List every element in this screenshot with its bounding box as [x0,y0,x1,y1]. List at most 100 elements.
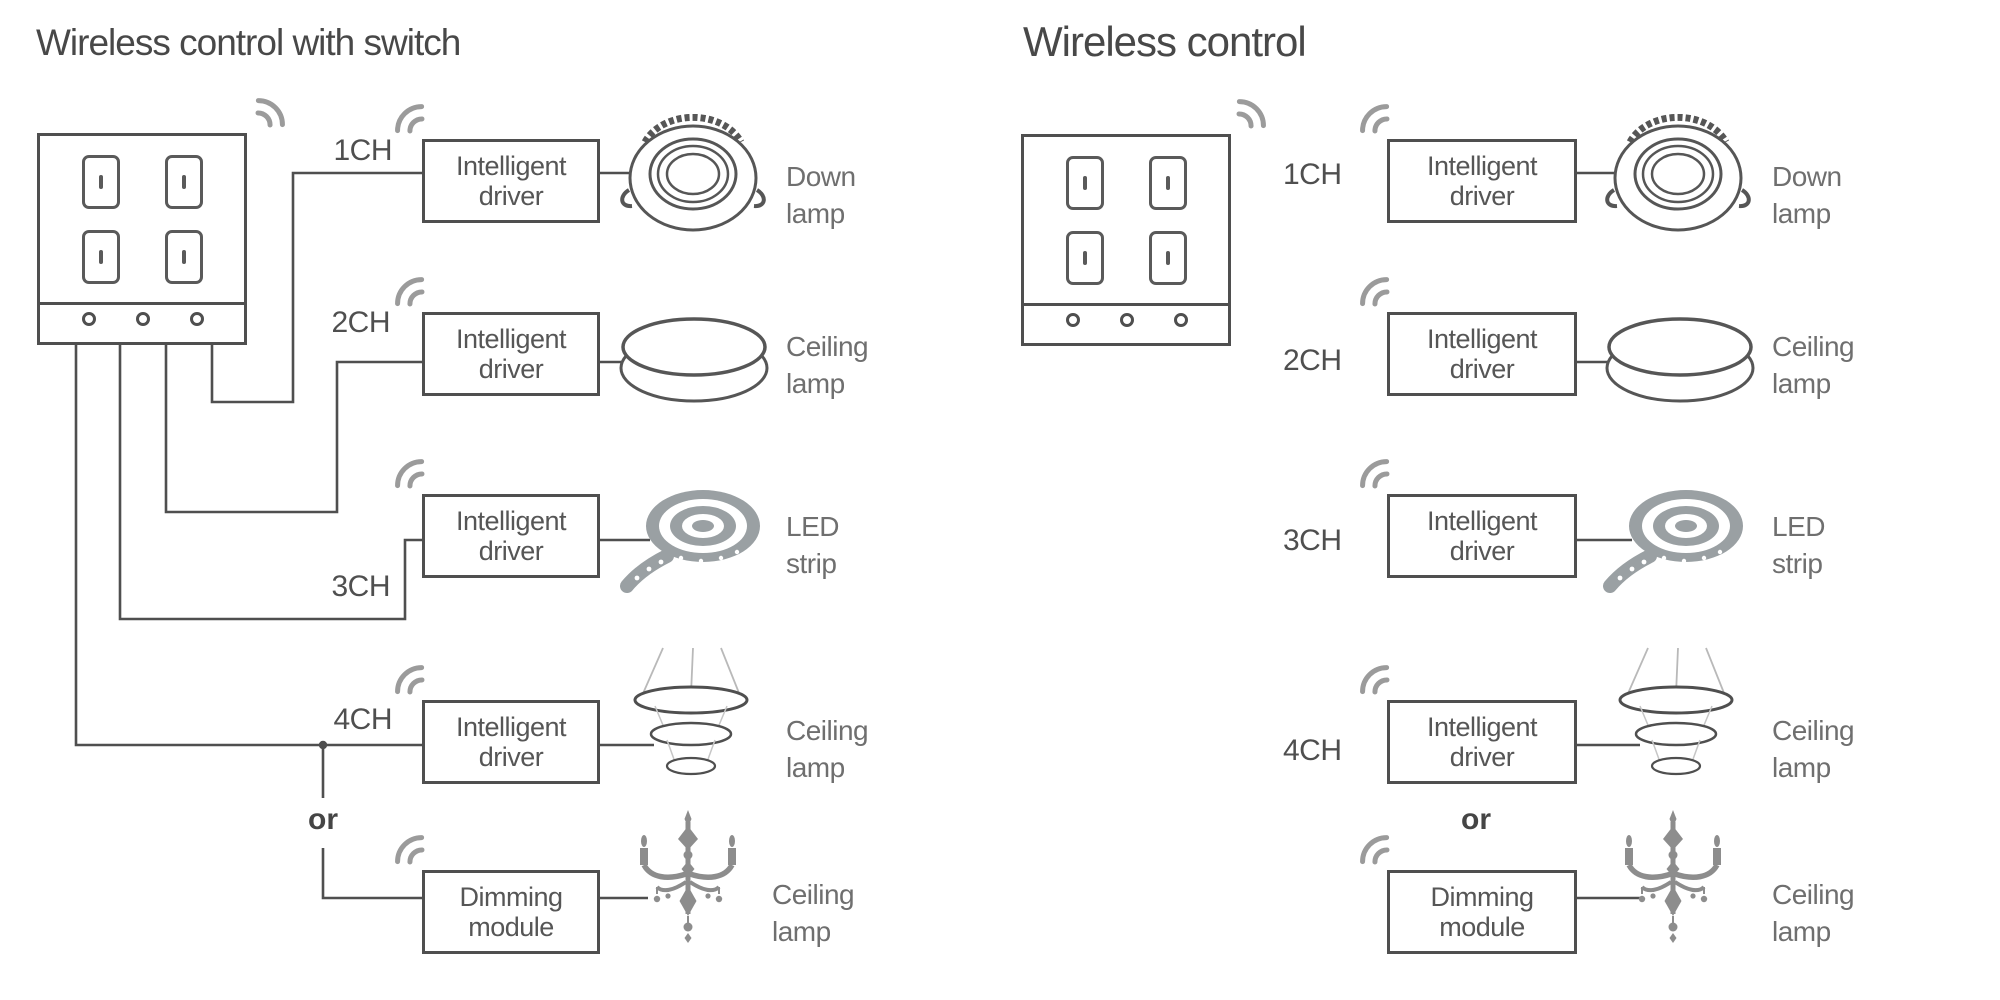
left-diagram-title: Wireless control with switch [36,22,461,63]
lamp-label-line2: lamp [772,916,831,947]
indicator-dot [1120,313,1134,327]
rocker-button [82,155,120,209]
box-label-line1: Intelligent [1426,151,1538,181]
wireless-signal-icon [1360,835,1390,865]
lamp-label: Down lamp [786,158,856,232]
channel-label-1ch: 1CH [333,134,392,167]
intelligent-driver-box: Intelligent driver [422,312,600,396]
channel-label-4ch: 4CH [1283,734,1342,767]
wire-or-branch-bottom [321,848,422,900]
or-label: or [1448,803,1504,837]
wire-junction-dot [318,740,328,750]
box-label-line2: module [468,912,554,942]
lamp-label: Ceiling lamp [786,328,869,402]
box-label-line1: Intelligent [455,712,567,742]
lamp-label-line2: lamp [786,368,845,399]
lamp-label-line1: Ceiling [1772,879,1855,910]
lamp-label: Ceiling lamp [1772,328,1855,402]
intelligent-driver-box: Intelligent driver [1387,312,1577,396]
box-label-line1: Intelligent [1426,712,1538,742]
rocker-button [1066,231,1104,285]
wire-1ch [210,171,422,404]
led-strip-icon [1603,490,1743,593]
intelligent-driver-box: Intelligent driver [1387,494,1577,578]
ceiling-lamp-icon [1605,317,1755,403]
down-lamp-icon [1605,114,1751,232]
lamp-label: LED strip [1772,508,1825,582]
channel-label-2ch: 2CH [331,306,390,339]
chandelier-lamp-icon [1625,810,1721,943]
box-label-line2: driver [1449,354,1515,384]
wireless-signal-icon [255,98,285,128]
lamp-label-line1: Ceiling [1772,331,1855,362]
wall-switch-panel [1021,134,1231,346]
down-lamp-icon [620,114,766,232]
box-label-line2: driver [1449,536,1515,566]
wireless-signal-icon [1360,665,1390,695]
channel-label-2ch: 2CH [1283,344,1342,377]
wireless-signal-icon [1360,277,1390,307]
ceiling-lamp-icon [619,317,769,403]
box-label-line2: driver [478,536,544,566]
wireless-signal-icon [395,665,425,695]
intelligent-driver-box: Intelligent driver [422,700,600,784]
lamp-label: Ceiling lamp [772,876,855,950]
panel-divider [39,302,245,305]
box-label-line1: Intelligent [455,324,567,354]
intelligent-driver-box: Intelligent driver [1387,139,1577,223]
lamp-label-line2: strip [1772,548,1823,579]
wall-switch-panel [37,133,247,345]
lamp-label-line1: Ceiling [786,331,869,362]
led-strip-icon [620,490,760,593]
wireless-signal-icon [1360,104,1390,134]
box-label-line2: driver [478,354,544,384]
lamp-label: LED strip [786,508,839,582]
dimming-module-box: Dimming module [422,870,600,954]
box-label-line1: Dimming [1430,882,1534,912]
lamp-label-line2: lamp [1772,198,1831,229]
lamp-label: Ceiling lamp [786,712,869,786]
indicator-dot [82,312,96,326]
rocker-button [165,230,203,284]
channel-label-3ch: 3CH [1283,524,1342,557]
box-label-line1: Intelligent [1426,324,1538,354]
wire-3ch [118,345,422,621]
lamp-label: Down lamp [1772,158,1842,232]
lamp-label-line1: LED [1772,511,1825,542]
lamp-label: Ceiling lamp [1772,712,1855,786]
box-label-line1: Intelligent [1426,506,1538,536]
box-label-line2: module [1439,912,1525,942]
dimming-module-box: Dimming module [1387,870,1577,954]
indicator-dot [136,312,150,326]
lamp-label-line1: Down [1772,161,1842,192]
box-label-line2: driver [1449,181,1515,211]
wireless-signal-icon [395,459,425,489]
lamp-label-line1: Ceiling [1772,715,1855,746]
box-label-line1: Dimming [459,882,563,912]
or-label: or [295,803,351,837]
intelligent-driver-box: Intelligent driver [422,494,600,578]
intelligent-driver-box: Intelligent driver [1387,700,1577,784]
indicator-dot [1066,313,1080,327]
lamp-label-line2: lamp [786,198,845,229]
box-label-line2: driver [1449,742,1515,772]
channel-label-4ch: 4CH [333,703,392,736]
lamp-label-line1: LED [786,511,839,542]
wireless-signal-icon [1236,99,1266,129]
wire-4ch [74,345,422,747]
lamp-label-line2: lamp [1772,916,1831,947]
rocker-button [1066,156,1104,210]
channel-label-1ch: 1CH [1283,158,1342,191]
wireless-signal-icon [395,835,425,865]
box-label-line1: Intelligent [455,151,567,181]
rocker-button [82,230,120,284]
box-label-line2: driver [478,181,544,211]
panel-divider [1023,303,1229,306]
right-diagram-title: Wireless control [1023,18,1307,65]
rocker-button [1149,231,1187,285]
rocker-button [1149,156,1187,210]
ring-pendant-lamp-icon [1618,647,1734,776]
wire-2ch [164,345,422,514]
indicator-dot [1174,313,1188,327]
